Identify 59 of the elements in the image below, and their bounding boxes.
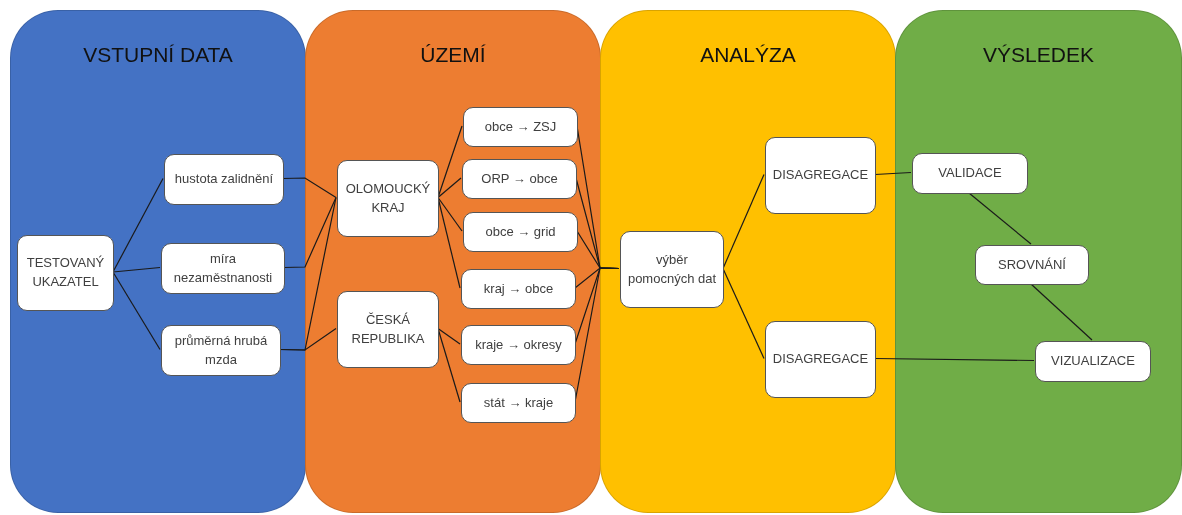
connector-line [437,196,463,232]
swimlane [10,10,306,513]
connector-line [283,196,337,269]
process-box [161,325,281,376]
process-box [462,159,577,199]
process-box [337,160,439,237]
connector-line [437,177,462,199]
process-box [975,245,1089,285]
process-box [765,321,876,398]
connector-line [968,192,1032,245]
box-label: hustota zalidnění [174,170,274,189]
connector-line [437,327,461,345]
lane-heading: ÚZEMÍ [420,43,486,67]
box-label: průměrná hrubá mzda [173,331,269,369]
process-box [461,383,576,423]
box-label: VIZUALIZACE [1051,352,1135,371]
process-box [17,235,114,311]
process-box [620,231,724,308]
process-box [461,325,576,365]
connector-line [722,267,765,360]
process-box [463,107,578,147]
box-label: DISAGREGACE [772,350,869,369]
connector-line [722,173,765,270]
process-box [337,291,439,368]
process-box [461,269,576,309]
connector-line [112,177,164,273]
connector-line [874,171,912,176]
connector-line [282,177,337,199]
box-label: VALIDACE [938,164,1002,183]
box-label: OLOMOUCKÝ KRAJ [344,179,432,217]
connector-line [874,357,1035,362]
process-box [161,243,285,294]
process-box [164,154,284,205]
lane-heading: ANALÝZA [700,43,796,67]
swimlane [305,10,601,513]
box-label: ORP → obce [481,169,558,188]
process-box [463,212,578,252]
box-label: obce → grid [485,222,556,241]
connector-line [1030,283,1093,341]
connector-line [112,266,161,273]
connector-line [279,327,337,351]
swimlane [895,10,1182,513]
connector-line [112,271,161,351]
lane-heading: VSTUPNÍ DATA [83,43,233,67]
box-label: TESTOVANÝ UKAZATEL [25,254,106,291]
swimlane [600,10,896,513]
box-label: SROVNÁNÍ [998,255,1066,274]
box-label: DISAGREGACE [772,166,869,185]
box-label: ČESKÁ REPUBLIKA [350,310,426,348]
box-label: kraje → okresy [475,335,562,354]
box-label: obce → ZSJ [484,117,557,136]
process-box [1035,341,1151,382]
process-box [765,137,876,214]
box-label: kraj → obce [483,279,554,298]
box-label: stát → kraje [483,393,554,412]
process-box [912,153,1028,194]
lane-heading: VÝSLEDEK [983,43,1094,67]
box-label: výběr pomocných dat [626,250,718,288]
box-label: míra nezaměstnanosti [172,249,274,287]
